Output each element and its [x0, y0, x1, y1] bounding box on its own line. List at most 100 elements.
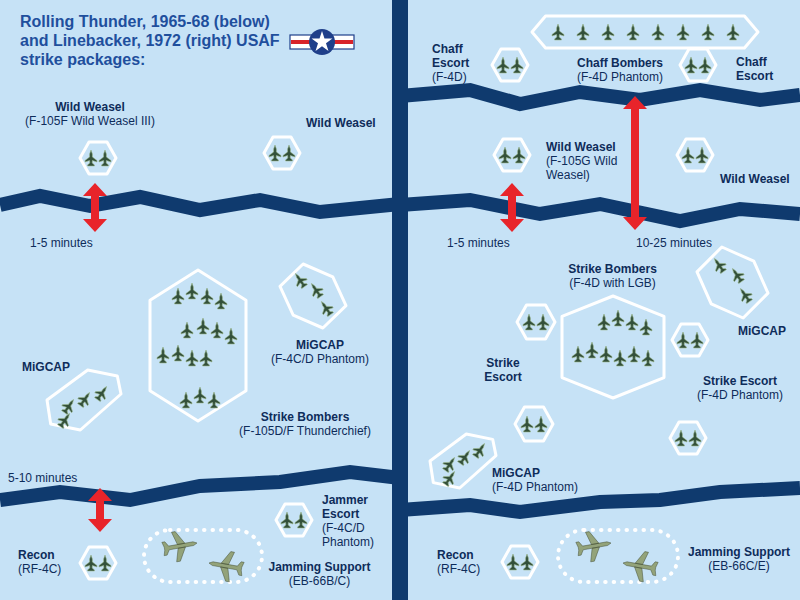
- fighter-icon: [702, 24, 714, 40]
- formation-shape: [675, 137, 715, 173]
- fighter-icon: [269, 145, 281, 161]
- formation-hexagon: [264, 137, 300, 169]
- fighter-icon: [627, 24, 639, 40]
- formation-node: Jamming Support(EB-66B/C): [142, 528, 264, 584]
- fighter-icon: [455, 447, 474, 467]
- formation-label: Recon(RF-4C): [437, 548, 492, 576]
- formation-name: Jammer Escort: [322, 493, 384, 521]
- formation-hexagon: [47, 370, 121, 430]
- formation-label: Chaff Escort(F-4D): [432, 42, 484, 84]
- formation-shape: [695, 245, 770, 320]
- fighter-icon: [215, 293, 227, 309]
- formation-node: Recon(RF-4C): [78, 545, 118, 581]
- formation-shape: [78, 545, 118, 581]
- formation-node: Strike Bombers(F-105D/F Thunderchief): [148, 268, 248, 423]
- fighter-icon: [614, 350, 626, 366]
- formation-name: MiGCAP: [492, 466, 592, 480]
- formation-hexagon: [430, 434, 496, 488]
- formation-label: Jammer Escort(F-4C/D Phantom): [322, 493, 384, 549]
- formation-hexagon: [80, 547, 116, 579]
- formation-shape: [148, 268, 248, 423]
- bomber-icon: [160, 528, 199, 564]
- fighter-icon: [642, 350, 654, 366]
- formation-hexagon: [150, 270, 246, 421]
- formation-shape: [670, 322, 710, 358]
- fighter-icon: [626, 314, 638, 330]
- fighter-icon: [628, 346, 640, 362]
- fighter-icon: [677, 332, 689, 348]
- aircraft-type: (F-4D Phantom): [492, 480, 592, 494]
- interval-label: 5-10 minutes: [8, 471, 77, 485]
- formation-node: Strike Bombers(F-4D with LGB): [560, 294, 666, 400]
- fighter-icon: [172, 345, 184, 361]
- formation-hexagon: [697, 247, 768, 318]
- formation-shape: [278, 262, 348, 330]
- formation-hexagon: [276, 504, 312, 536]
- formation-label: Strike Bombers(F-105D/F Thunderchief): [230, 410, 380, 438]
- formation-label: MiGCAP: [738, 324, 793, 338]
- formation-shape: [490, 47, 530, 83]
- formation-node: MiGCAP: [45, 368, 123, 432]
- fighter-icon: [225, 328, 237, 344]
- diagram-title: Rolling Thunder, 1965-68 (below) and Lin…: [20, 12, 282, 69]
- fighter-icon: [200, 350, 212, 366]
- formation-hexagon: [562, 296, 664, 398]
- formation-label: Jamming Support(EB-66B/C): [262, 560, 377, 588]
- fighter-icon: [290, 270, 309, 290]
- fighter-icon: [598, 314, 610, 330]
- formation-hexagon: [672, 324, 708, 356]
- formation-label: Jamming Support(EB-66C/E): [686, 545, 792, 573]
- fighter-icon: [208, 392, 220, 408]
- fighter-icon: [537, 314, 549, 330]
- fighter-icon: [55, 410, 74, 430]
- formation-name: Strike Escort: [476, 356, 530, 384]
- aircraft-type: (F-4D with LGB): [550, 276, 675, 290]
- fighter-icon: [197, 318, 209, 334]
- formation-shape: [45, 368, 123, 432]
- fighter-icon: [99, 555, 111, 571]
- fighter-icon: [440, 454, 459, 474]
- formation-node: Strike Escort: [515, 303, 557, 341]
- fighter-icon: [194, 387, 206, 403]
- fighter-icon: [172, 288, 184, 304]
- aircraft-type: (F-4D Phantom): [690, 388, 790, 402]
- fighter-icon: [572, 346, 584, 362]
- formation-label: Recon(RF-4C): [18, 548, 73, 576]
- fighter-icon: [186, 283, 198, 299]
- formation-node: Wild Weasel(F-105G Wild Weasel): [492, 137, 532, 173]
- fighter-icon: [709, 255, 728, 275]
- interval-arrow: [88, 488, 112, 532]
- formation-name: Jamming Support: [262, 560, 377, 574]
- formation-label: Strike Bombers(F-4D with LGB): [550, 262, 675, 290]
- formation-hexagon: [502, 546, 538, 578]
- interval-arrow: [500, 183, 524, 232]
- aircraft-type: (F-105G Wild Weasel): [546, 154, 634, 182]
- formation-label: Wild Weasel(F-105G Wild Weasel): [546, 140, 634, 182]
- interval-label: 1-5 minutes: [447, 236, 510, 250]
- fighter-icon: [685, 57, 697, 73]
- formation-node: Chaff Escort(F-4D): [490, 47, 530, 83]
- formation-shape: [274, 502, 314, 538]
- formation-name: Recon: [437, 548, 492, 562]
- fighter-icon: [682, 147, 694, 163]
- fighter-icon: [727, 24, 739, 40]
- fighter-icon: [689, 430, 701, 446]
- formation-node: MiGCAP(F-4D Phantom): [428, 432, 498, 490]
- fighter-icon: [696, 147, 708, 163]
- formation-node: Wild Weasel: [262, 135, 302, 171]
- formation-name: Strike Bombers: [550, 262, 675, 276]
- fighter-icon: [552, 24, 564, 40]
- fighter-icon: [513, 147, 525, 163]
- formation-shape: [428, 432, 498, 490]
- formation-node: Wild Weasel: [675, 137, 715, 173]
- formation-name: MiGCAP: [22, 360, 102, 374]
- fighter-icon: [470, 440, 489, 460]
- fighter-icon: [677, 24, 689, 40]
- fighter-icon: [535, 416, 547, 432]
- formation-label: Chaff Bombers(F-4D Phantom): [560, 56, 680, 84]
- formation-name: Wild Weasel: [720, 172, 794, 186]
- formation-hexagon: [492, 49, 528, 81]
- fighter-icon: [507, 554, 519, 570]
- formation-node: Jammer Escort(F-4C/D Phantom): [274, 502, 314, 538]
